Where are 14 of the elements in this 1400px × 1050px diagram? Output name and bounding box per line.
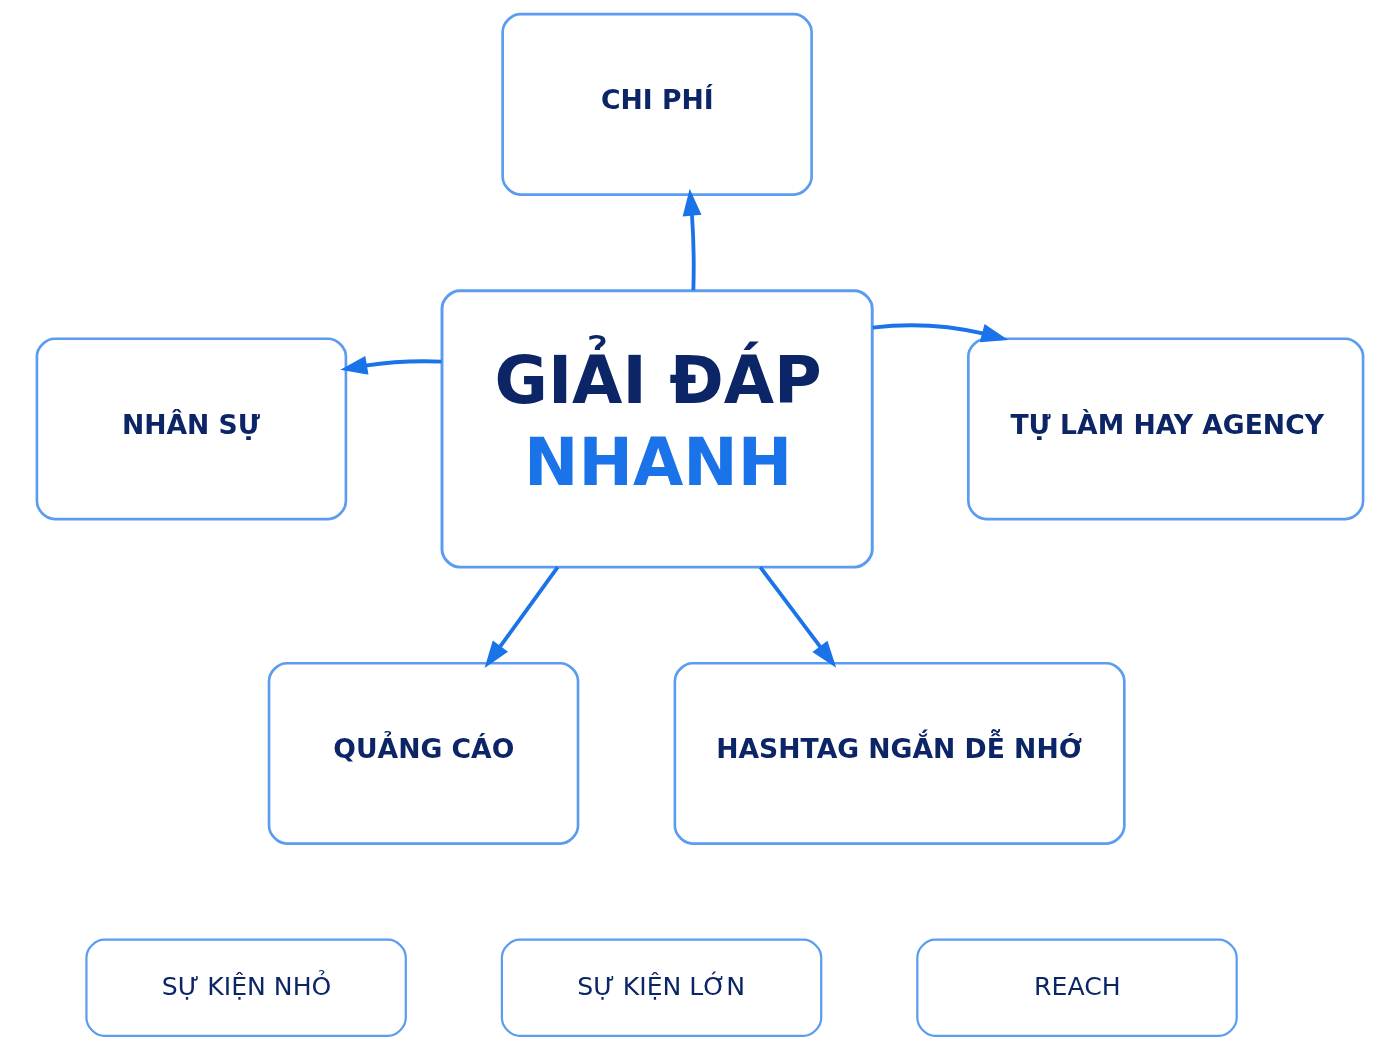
node-box: REACH [916,938,1238,1037]
arrow [758,566,837,668]
arrow [872,323,1009,343]
node-box: GIẢI ĐÁP NHANH [440,289,874,569]
node-box: SỰ KIỆN NHỎ [85,938,407,1037]
arrow [682,188,702,291]
node-box: QUẢNG CÁO [267,661,580,845]
arrow [484,566,560,668]
node-box: SỰ KIỆN LỚN [500,938,823,1037]
node-box: TỰ LÀM HAY AGENCY [967,337,1365,521]
node-box: HASHTAG NGẮN DỄ NHỚ [673,661,1126,845]
node-box: CHI PHÍ [501,12,813,196]
arrow [340,356,442,375]
node-box: NHÂN SỰ [35,337,348,521]
